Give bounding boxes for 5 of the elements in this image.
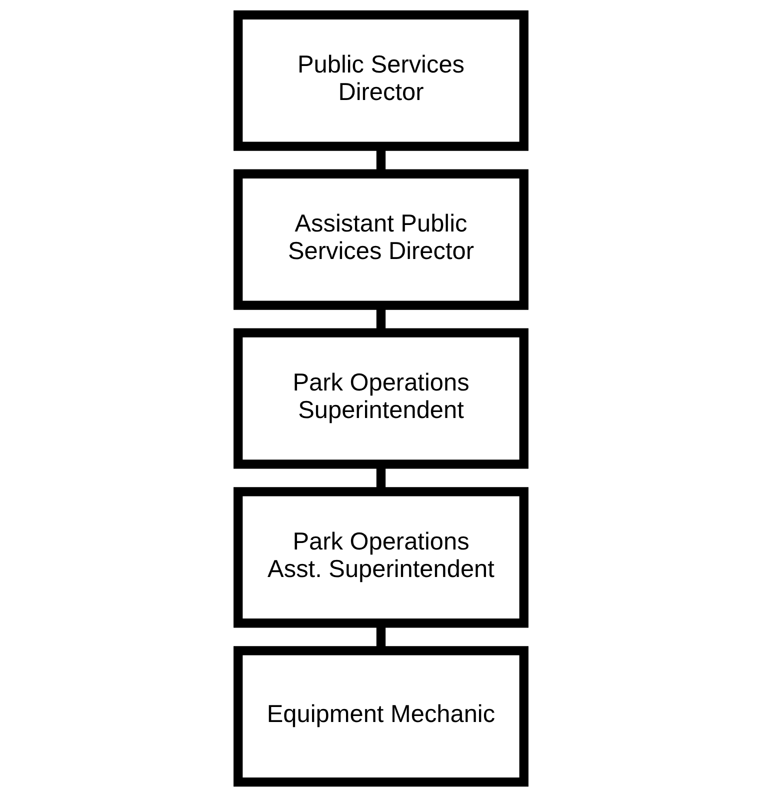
node-box: Park Operations Superintendent xyxy=(233,328,528,469)
node-box: Equipment Mechanic xyxy=(233,646,528,787)
node-box: Assistant Public Services Director xyxy=(233,169,528,310)
node-box: Park Operations Asst. Superintendent xyxy=(233,487,528,628)
node-box: Public Services Director xyxy=(233,10,528,151)
